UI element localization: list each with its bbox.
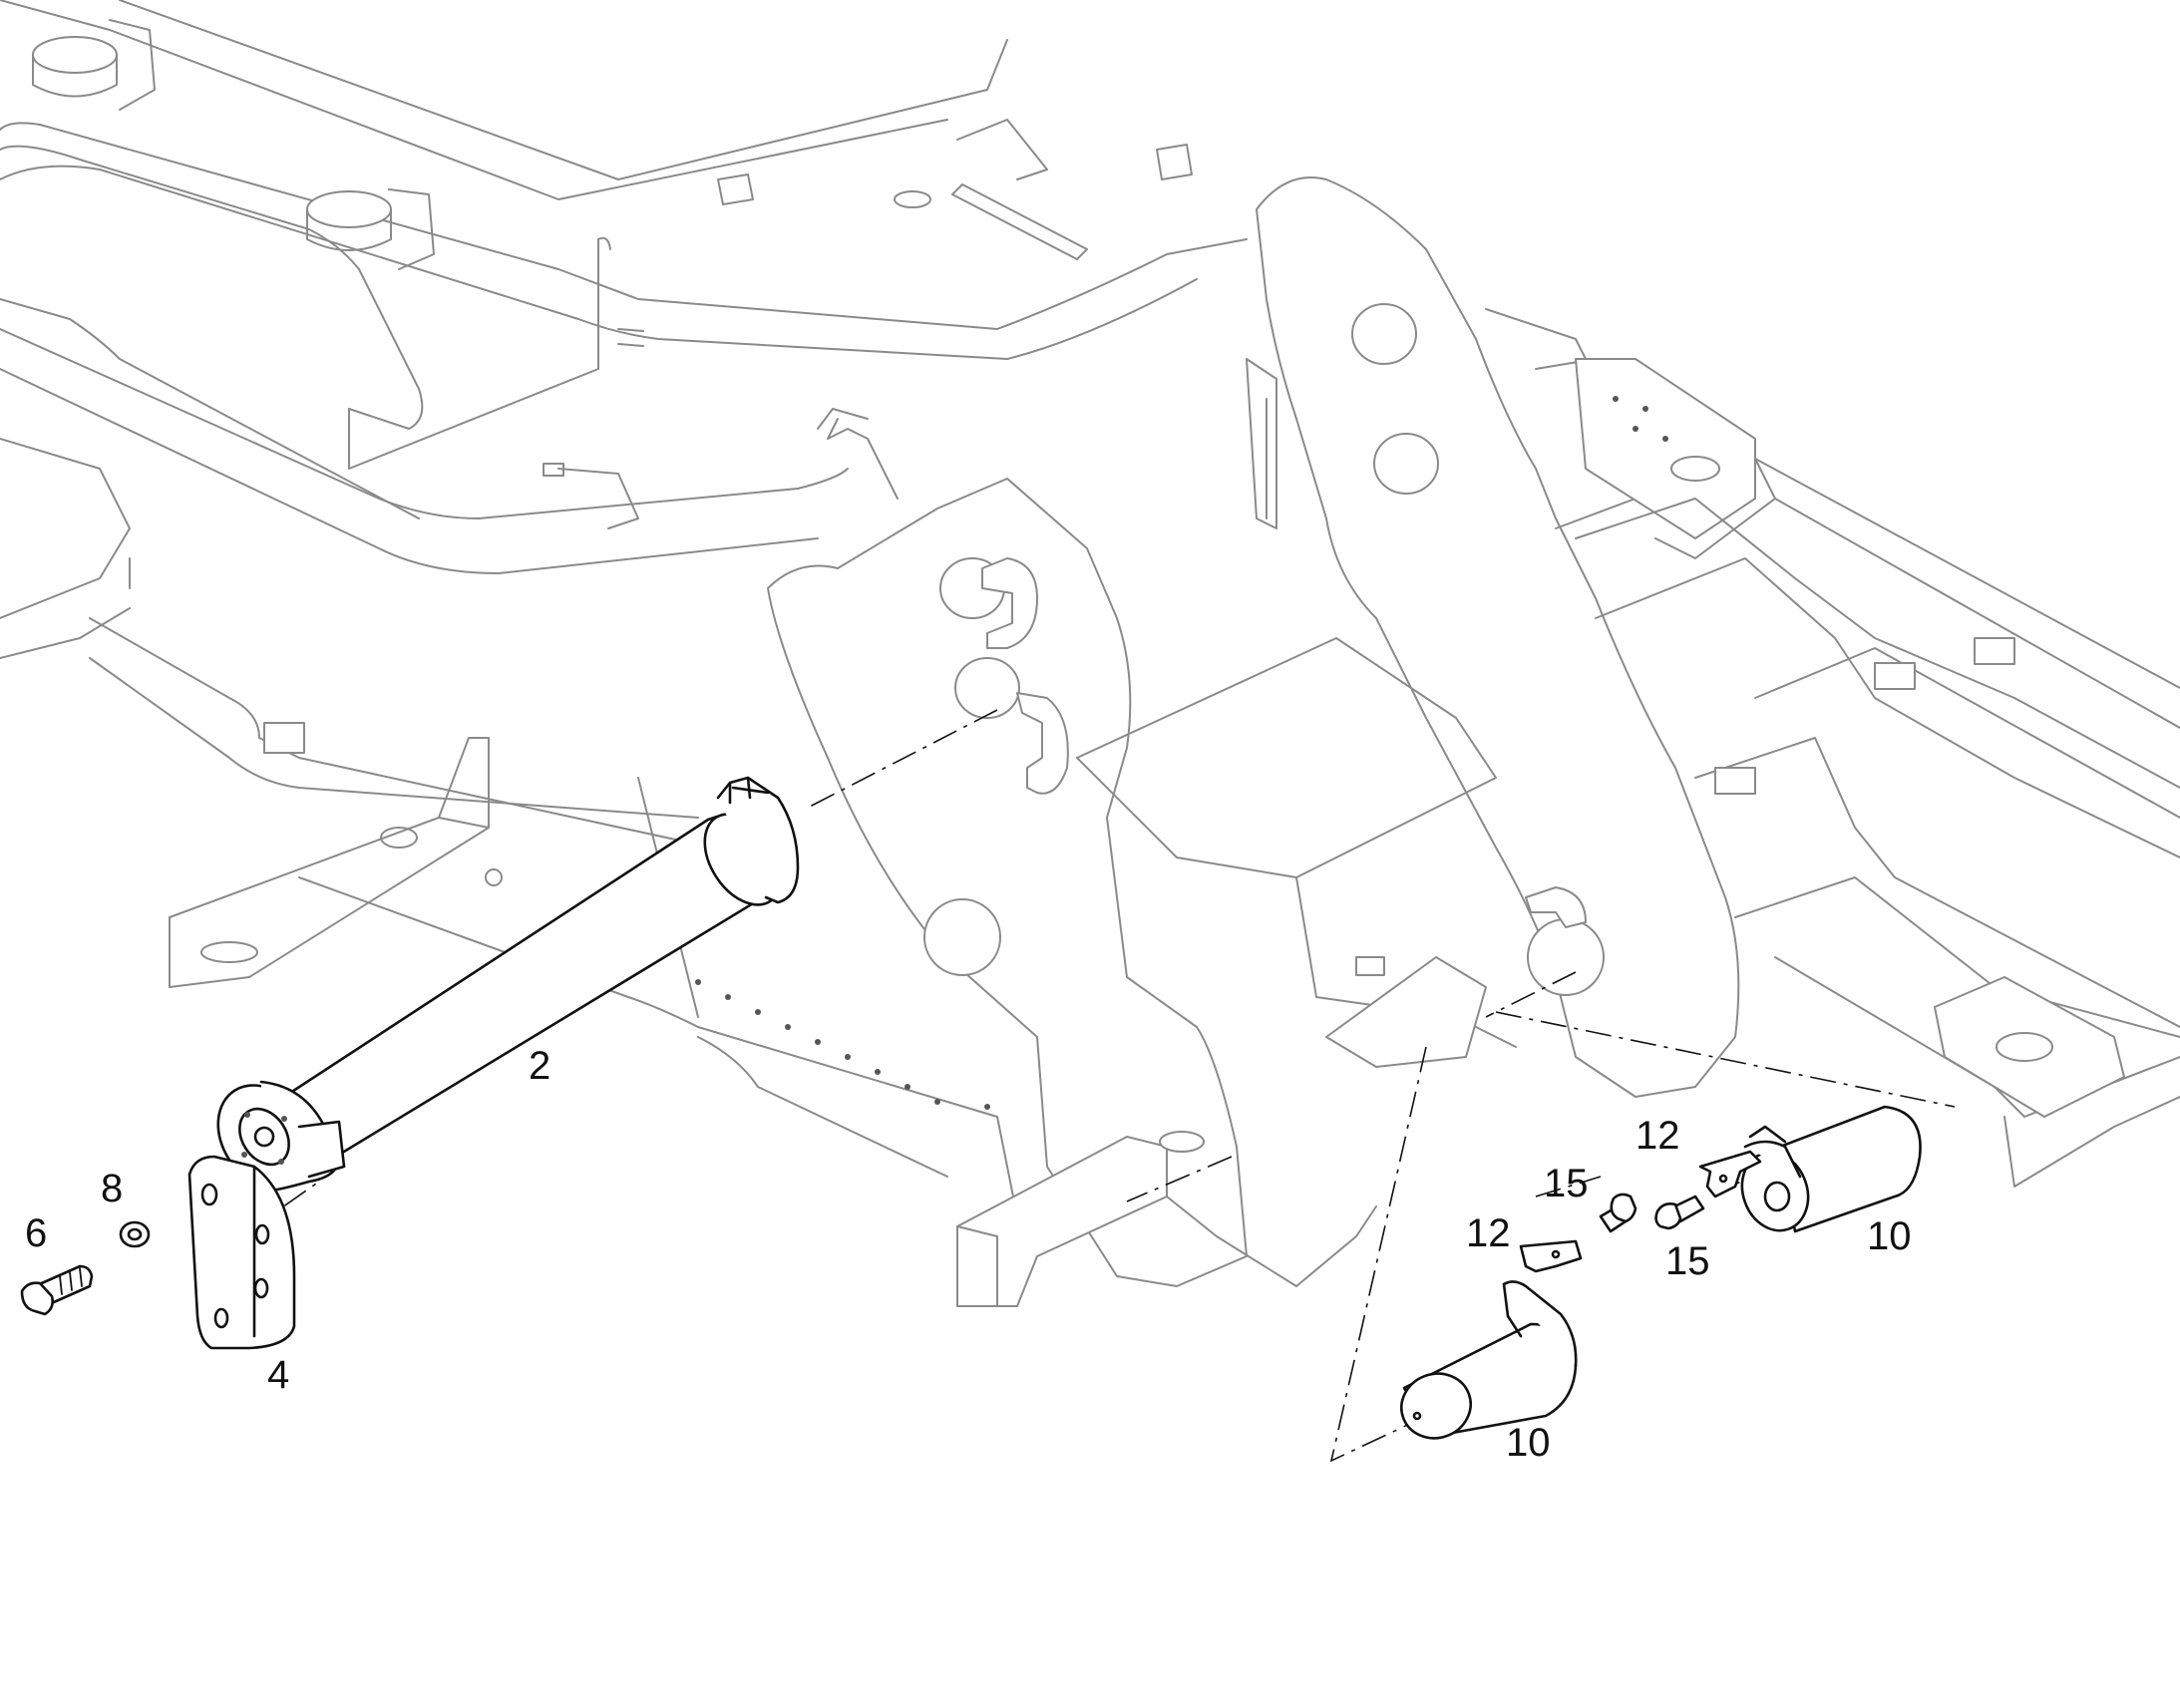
part-2-shaft [216,776,800,1194]
rail-rivets [695,979,990,1110]
part-12-lock-plate-upper [1698,1150,1762,1198]
part-10-pin-lower [1400,1280,1578,1440]
machine-frame [0,0,2180,1307]
right-upright-plate [1246,176,1740,1098]
callout-15-right: 15 [1665,1239,1710,1283]
part-12-lock-plate-lower [1519,1239,1583,1273]
callout-8: 8 [101,1167,123,1210]
callout-10-right: 10 [1867,1214,1912,1258]
stud [1355,956,1385,976]
leader-bolt-15-upper [1535,1176,1602,1197]
side-bracket [169,737,503,988]
callout-2: 2 [529,1044,550,1088]
callout-12-upper: 12 [1635,1114,1680,1158]
right-mount-pad [1575,358,1756,539]
stud [1874,662,1916,690]
part-6-bolt [20,1264,94,1316]
mount-pad-1 [32,19,156,111]
callout-4: 4 [267,1353,289,1397]
lower-clamp [1525,886,1587,928]
callout-6: 6 [25,1211,47,1255]
part-15-bolt-right [1654,1195,1705,1230]
stud [263,722,305,754]
stud [1974,637,2015,665]
callout-12-lower: 12 [1466,1211,1511,1255]
part-10-pin-right [1740,1105,1922,1233]
callout-10-lower: 10 [1506,1421,1551,1465]
upper-clamp [981,557,1038,649]
mount-pad-2 [306,188,435,270]
left-upright-plate [767,408,1248,1287]
callout-labels: 2 4 6 8 10 10 12 12 15 15 [25,1044,1912,1465]
leader-shaft-to-bore [807,709,998,809]
leader-bore-right [1485,971,1577,1018]
part-4-retaining-plate [187,1155,296,1350]
front-base-block [956,1136,1377,1307]
leader-to-right-pin [1495,1011,1956,1108]
leader-front-bore [1126,1156,1233,1202]
part-15-bolt-upper [1599,1193,1637,1233]
part-8-washer [119,1220,151,1248]
stud [1714,767,1756,795]
callout-15-upper: 15 [1544,1162,1589,1205]
mid-clamp [1016,692,1069,795]
leader-to-lower-pin [1329,1046,1427,1463]
right-end-block [1934,976,2180,1188]
